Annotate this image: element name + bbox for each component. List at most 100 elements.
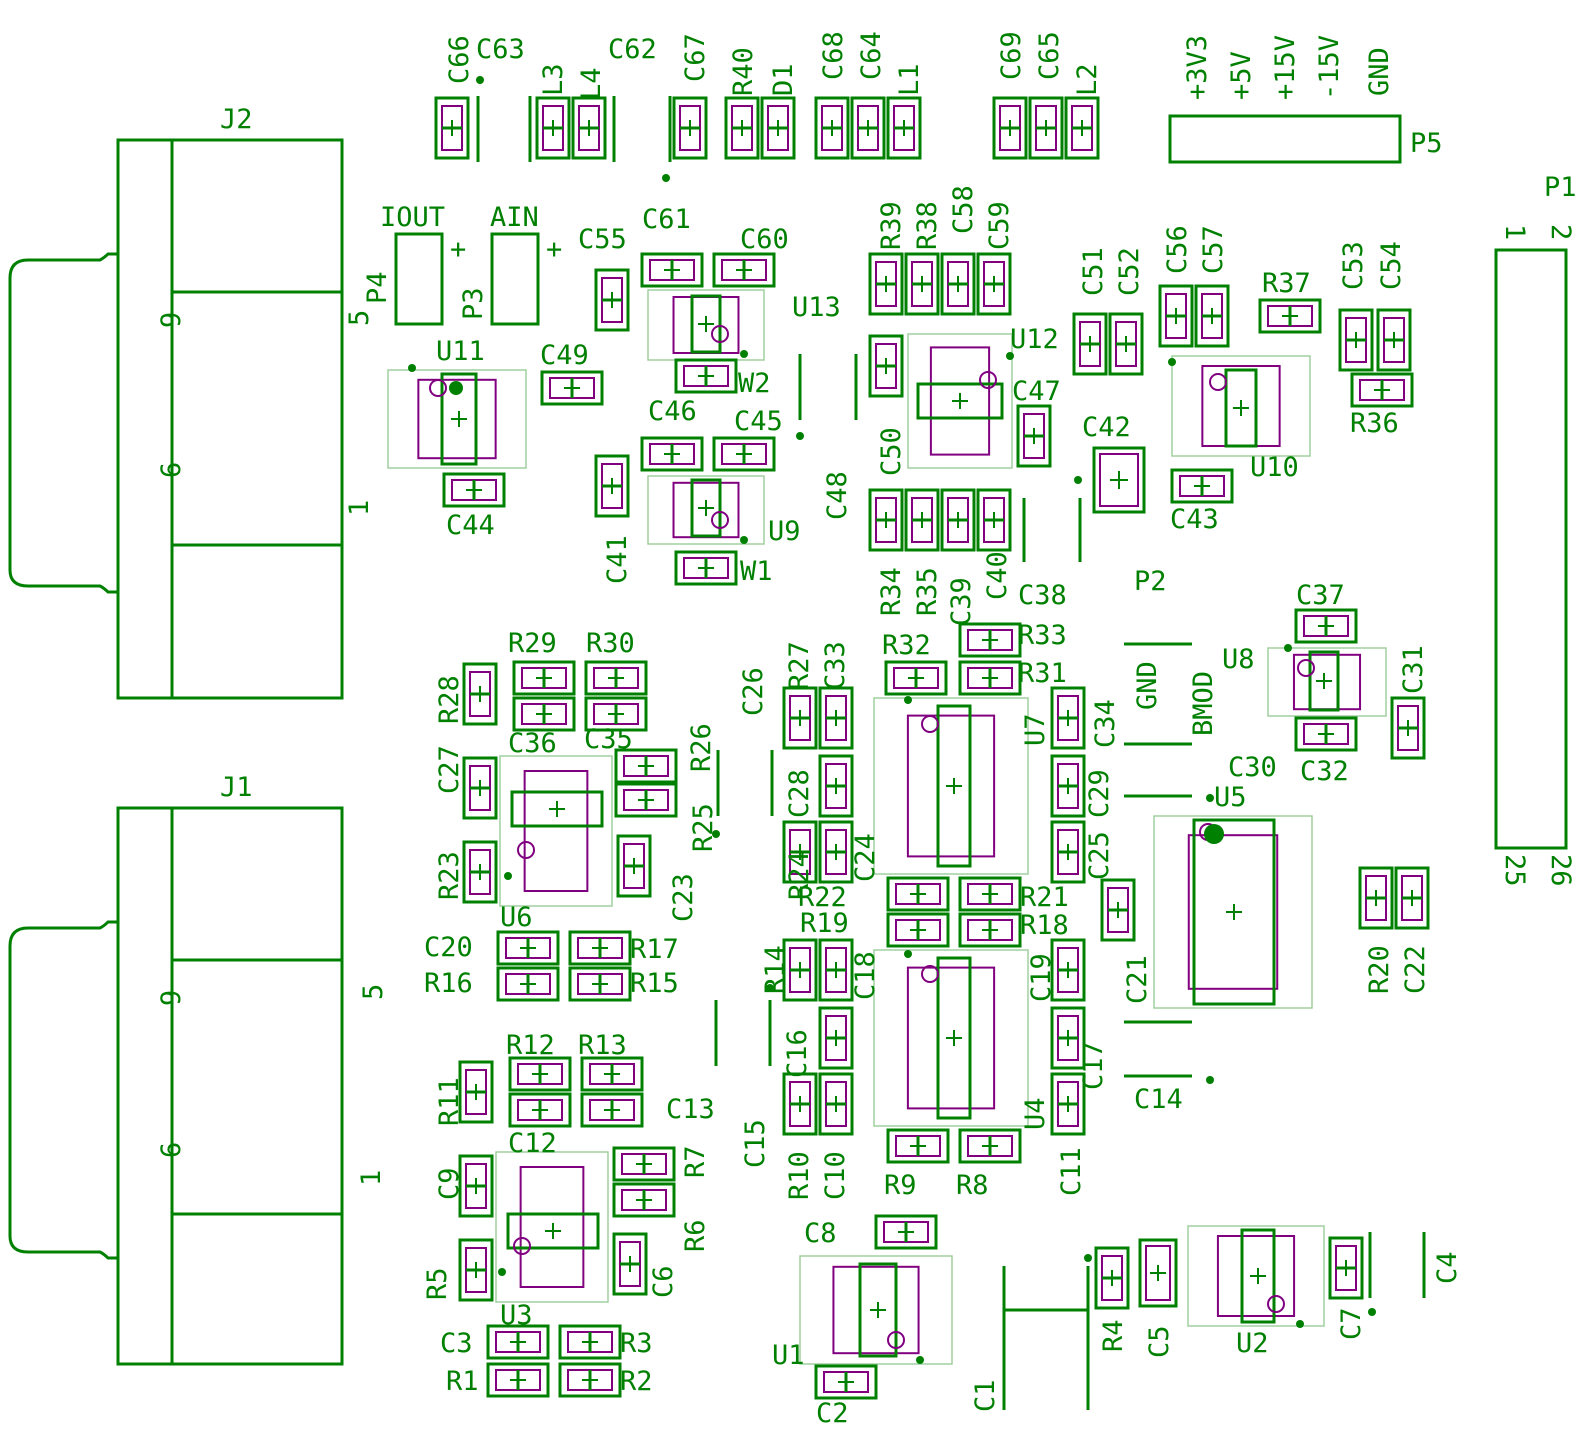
c23-label: C23 (668, 873, 699, 922)
c3-pad (486, 1324, 550, 1360)
c25-pad (1050, 820, 1086, 884)
c61-label: C61 (642, 204, 691, 235)
r20-label: R20 (1364, 945, 1395, 994)
p2-gnd-label: GND (1132, 661, 1163, 710)
r4-label: R4 (1098, 1319, 1129, 1352)
r2-pad (558, 1362, 622, 1398)
r5-label: R5 (422, 1267, 453, 1300)
c2-label: C2 (816, 1398, 849, 1429)
c55-pad (594, 268, 630, 332)
u6-package (510, 770, 604, 892)
u13-label: U13 (792, 292, 841, 323)
c42-pad (1092, 446, 1146, 514)
c43-label: C43 (1170, 504, 1219, 535)
r18-pad (958, 912, 1022, 948)
c43-pad (1170, 468, 1234, 504)
r11-label: R11 (434, 1077, 465, 1126)
c40-label: C40 (982, 551, 1013, 600)
c21-pad (1100, 878, 1136, 942)
r26-label: R26 (686, 723, 717, 772)
pin1-dot (1204, 824, 1224, 844)
u5-package (1187, 818, 1279, 1006)
c2-pad (814, 1364, 878, 1400)
c30-label: C30 (1228, 752, 1277, 783)
c60-pad (712, 252, 776, 288)
c63-label: C63 (476, 34, 525, 65)
c32-label: C32 (1300, 756, 1349, 787)
c19-label: C19 (1026, 953, 1057, 1002)
courtyard-layer (387, 289, 1387, 1365)
p5-pin-3v3-label: +3V3 (1182, 35, 1213, 100)
r22-label: R22 (798, 882, 847, 913)
c14-label: C14 (1134, 1084, 1183, 1115)
r15-pad (568, 966, 632, 1002)
c11-pad (1050, 1072, 1086, 1136)
c16-pad (818, 1006, 854, 1070)
p5-pin-15v-label: +15V (1270, 35, 1301, 100)
r26-pad (614, 748, 678, 784)
pin1-dot (1168, 358, 1176, 366)
r14-label: R14 (760, 945, 791, 994)
c24-label: C24 (850, 833, 881, 882)
c45-pad (712, 436, 776, 472)
c4-label: C4 (1432, 1251, 1463, 1284)
r36-label: R36 (1350, 408, 1399, 439)
p2-outline-lines (1124, 642, 1192, 798)
c1-label: C1 (970, 1379, 1001, 1412)
c69-pad (992, 96, 1028, 160)
pin1-dot (916, 1356, 924, 1364)
r3-label: R3 (620, 1328, 653, 1359)
pin1-dot (712, 830, 720, 838)
r21-label: R21 (1020, 882, 1069, 913)
r29-pad-b (512, 696, 576, 732)
c38-label: C38 (1018, 580, 1067, 611)
r34-label: R34 (876, 567, 907, 616)
c18-pad (818, 938, 854, 1002)
c60-label: C60 (740, 224, 789, 255)
c39-label: C39 (946, 577, 977, 626)
c33-label: C33 (820, 641, 851, 690)
c25-label: C25 (1084, 831, 1115, 880)
c58-label: C58 (948, 185, 979, 234)
c9-pad (458, 1154, 494, 1218)
l2-label: L2 (1072, 63, 1103, 96)
c41-pad (594, 454, 630, 518)
p4-name-label: IOUT (380, 202, 445, 233)
d1-label: D1 (768, 63, 799, 96)
pin1-dot (904, 950, 912, 958)
reference-labels: C66 C63 L3 L4 C62 C67 R40 D1 C68 C64 L1 … (422, 31, 1463, 1429)
connector-p1 (1494, 248, 1568, 850)
u9-package (672, 478, 740, 539)
u10-package (1201, 365, 1281, 448)
r28-label: R28 (434, 675, 465, 724)
r9-label: R9 (884, 1170, 917, 1201)
c42-label: C42 (1082, 412, 1131, 443)
c11-label: C11 (1056, 1147, 1087, 1196)
p1-ref-label: P1 (1544, 172, 1577, 203)
r17-label: R17 (630, 934, 679, 965)
c13-label: C13 (666, 1094, 715, 1125)
r11-pad (458, 1060, 494, 1124)
p1-pin25-label: 25 (1499, 854, 1530, 887)
c18-label: C18 (850, 951, 881, 1000)
c51-label: C51 (1078, 247, 1109, 296)
c54-pad (1376, 308, 1412, 372)
pin1-dot (796, 432, 804, 440)
u11-package (417, 372, 497, 466)
c59-pad (976, 252, 1012, 316)
c56-pad (1158, 284, 1194, 348)
r25-pad (614, 782, 678, 818)
r30-pad-a (584, 660, 648, 696)
r1-label: R1 (446, 1366, 479, 1397)
p3-name-label: AIN (490, 202, 539, 233)
c23-pad (616, 834, 652, 898)
r33-pad (958, 622, 1022, 658)
u1-label: U1 (772, 1340, 805, 1371)
r8-label: R8 (956, 1170, 989, 1201)
c61-pad (640, 252, 704, 288)
r34-pad (868, 488, 904, 552)
r16-pad (496, 966, 560, 1002)
r28-pad (462, 662, 498, 726)
p1-pin26-label: 26 (1545, 854, 1576, 887)
u8-package (1292, 650, 1362, 712)
